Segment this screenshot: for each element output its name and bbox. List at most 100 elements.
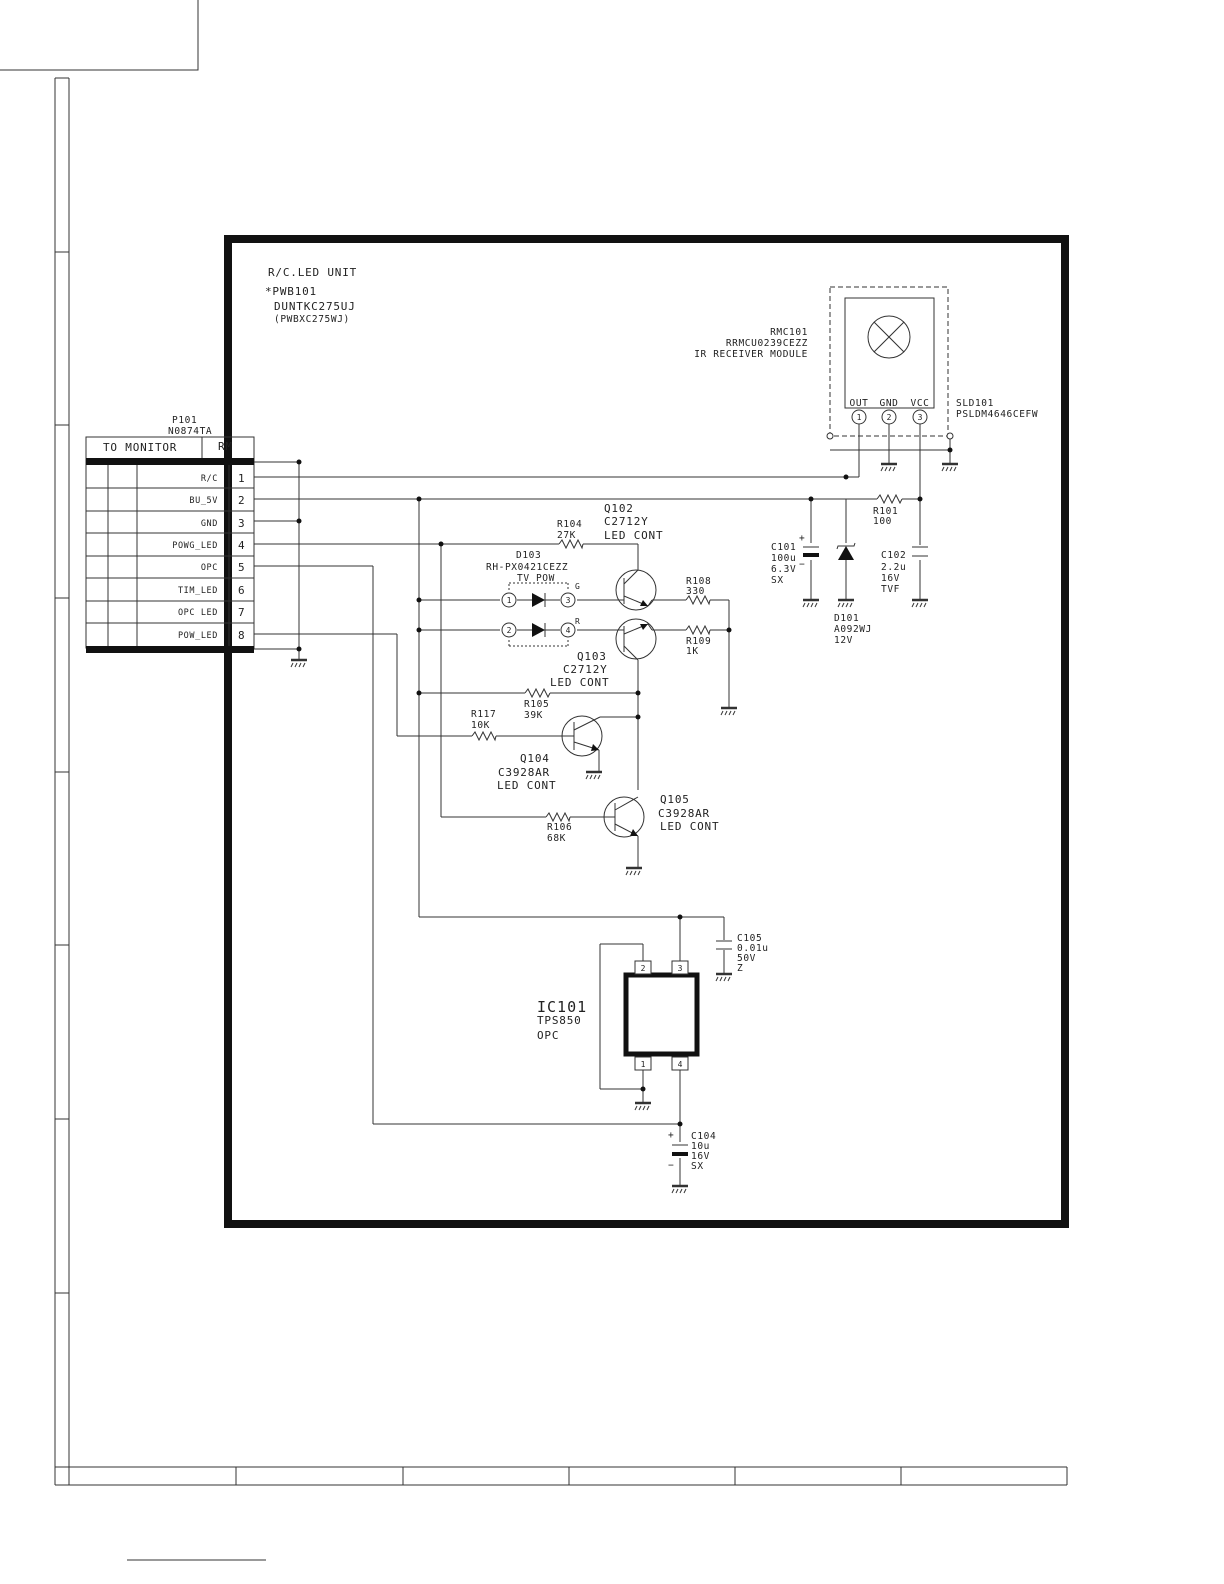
connector-part: N0874TA bbox=[168, 426, 212, 437]
connector-p101: P101 N0874TA TO MONITOR RM bbox=[85, 415, 255, 653]
r109-ref: R109 bbox=[686, 636, 711, 647]
pin-number: 4 bbox=[238, 539, 245, 552]
q102-part: C2712Y bbox=[604, 515, 649, 528]
r106-val: 68K bbox=[547, 833, 566, 844]
r109-val: 1K bbox=[686, 646, 699, 657]
r108-ref: R108 bbox=[686, 576, 711, 587]
c105-val2: 50V bbox=[737, 953, 756, 964]
ic-pin1: 1 bbox=[641, 1060, 646, 1069]
sld-ref: SLD101 bbox=[956, 398, 994, 409]
rmc-pin3: 3 bbox=[918, 413, 923, 422]
wires bbox=[254, 424, 951, 1186]
d101-ref: D101 bbox=[834, 613, 859, 624]
pin-name: OPC LED bbox=[178, 608, 218, 618]
q105-ref: Q105 bbox=[660, 793, 690, 806]
r104-ref: R104 bbox=[557, 519, 582, 530]
resistor-r117: R117 10K bbox=[471, 709, 497, 742]
d103-ref: D103 bbox=[516, 550, 541, 561]
c101-ref: C101 bbox=[771, 542, 796, 553]
d103-pin3: 3 bbox=[566, 596, 571, 605]
connector-pin-labels: R/C BU_5V GND POWG_LED OPC TIM_LED OPC L… bbox=[172, 472, 245, 642]
unit-part: DUNTKC275UJ bbox=[274, 300, 356, 313]
rmc-pin1: 1 bbox=[857, 413, 862, 422]
c105-val3: Z bbox=[737, 963, 743, 974]
c101-val3: SX bbox=[771, 575, 784, 586]
q103-desc: LED CONT bbox=[550, 676, 609, 689]
rmc-pin2: 2 bbox=[887, 413, 892, 422]
unit-border bbox=[224, 235, 1069, 1228]
d103-desc: TV POW bbox=[517, 573, 555, 584]
rmc-pin-vcc-label: VCC bbox=[911, 398, 930, 409]
d103-r: R bbox=[575, 617, 580, 626]
c101-minus: − bbox=[799, 559, 805, 570]
q105-desc: LED CONT bbox=[660, 820, 719, 833]
c101-val1: 100u bbox=[771, 553, 796, 564]
d103-pin1: 1 bbox=[507, 596, 512, 605]
r108-val: 330 bbox=[686, 586, 705, 597]
ic-pin2: 2 bbox=[641, 964, 646, 973]
capacitor-c101: + C101 100u 6.3V − SX bbox=[771, 533, 819, 586]
r105-ref: R105 bbox=[524, 699, 549, 710]
c102-val1: 2.2u bbox=[881, 562, 906, 573]
connector-ref: P101 bbox=[172, 415, 197, 426]
capacitor-c104: + − C104 10u 16V SX bbox=[668, 1130, 716, 1172]
unit-title: R/C.LED UNIT bbox=[268, 266, 357, 279]
c104-val3: SX bbox=[691, 1161, 704, 1172]
d103-pin2: 2 bbox=[507, 626, 512, 635]
zener-d101: D101 A092WJ 12V bbox=[834, 542, 872, 646]
ic-part: TPS850 bbox=[537, 1014, 582, 1027]
pin-number: 7 bbox=[238, 606, 245, 619]
pin-number: 8 bbox=[238, 629, 245, 642]
sld-part: PSLDM4646CEFW bbox=[956, 409, 1038, 420]
q103-part: C2712Y bbox=[563, 663, 608, 676]
pin-name: TIM_LED bbox=[178, 586, 218, 596]
ic-pin3: 3 bbox=[678, 964, 683, 973]
ic-pin4: 4 bbox=[678, 1060, 683, 1069]
connector-header-right: RM bbox=[218, 440, 233, 453]
c102-ref: C102 bbox=[881, 550, 906, 561]
pin-name: R/C bbox=[201, 474, 218, 484]
q105-part: C3928AR bbox=[658, 807, 710, 820]
c105-val1: 0.01u bbox=[737, 943, 769, 954]
c104-ref: C104 bbox=[691, 1131, 716, 1142]
pin-number: 6 bbox=[238, 584, 245, 597]
pin-number: 1 bbox=[238, 472, 245, 485]
rmc-desc: IR RECEIVER MODULE bbox=[694, 349, 808, 360]
pin-number: 2 bbox=[238, 494, 245, 507]
q102-desc: LED CONT bbox=[604, 529, 663, 542]
ic-desc: OPC bbox=[537, 1029, 559, 1042]
r101-val: 100 bbox=[873, 516, 892, 527]
d103-pin4: 4 bbox=[566, 626, 571, 635]
transistor-q102: Q102 C2712Y LED CONT bbox=[604, 502, 663, 611]
resistor-r109: R109 1K bbox=[685, 624, 711, 657]
c104-val2: 16V bbox=[691, 1151, 710, 1162]
capacitor-c102: C102 2.2u 16V TVF bbox=[881, 546, 928, 595]
resistor-r105: R105 39K bbox=[524, 687, 551, 721]
pin-name: GND bbox=[201, 519, 218, 529]
connector-header-left: TO MONITOR bbox=[103, 441, 177, 454]
pin-number: 3 bbox=[238, 517, 245, 530]
pin-name: POW_LED bbox=[178, 631, 218, 641]
r117-val: 10K bbox=[471, 720, 490, 731]
led-d103: 1 2 3 4 D103 RH-PX0421CEZZ TV POW G R bbox=[486, 550, 580, 638]
q104-ref: Q104 bbox=[520, 752, 550, 765]
rmc-part: RRMCU0239CEZZ bbox=[726, 338, 808, 349]
ic-ref: IC101 bbox=[537, 998, 587, 1016]
unit-title-block: R/C.LED UNIT *PWB101 DUNTKC275UJ (PWBXC2… bbox=[265, 266, 357, 325]
r104-val: 27K bbox=[557, 530, 576, 541]
resistor-r106: R106 68K bbox=[545, 811, 572, 844]
resistor-r101: R101 100 bbox=[873, 493, 903, 527]
resistor-r108: R108 330 bbox=[685, 576, 711, 606]
r106-ref: R106 bbox=[547, 822, 572, 833]
ic-ic101: 2 3 1 4 IC101 TPS850 OPC bbox=[537, 960, 700, 1071]
d101-part: A092WJ bbox=[834, 624, 872, 635]
q103-ref: Q103 bbox=[577, 650, 607, 663]
c104-plus: + bbox=[668, 1130, 674, 1141]
r117-ref: R117 bbox=[471, 709, 496, 720]
d103-g: G bbox=[575, 582, 580, 591]
junction-dots bbox=[296, 447, 953, 1127]
pin-name: POWG_LED bbox=[172, 541, 218, 551]
page-frame bbox=[0, 0, 1068, 1561]
transistor-q104: Q104 C3928AR LED CONT bbox=[497, 715, 603, 792]
